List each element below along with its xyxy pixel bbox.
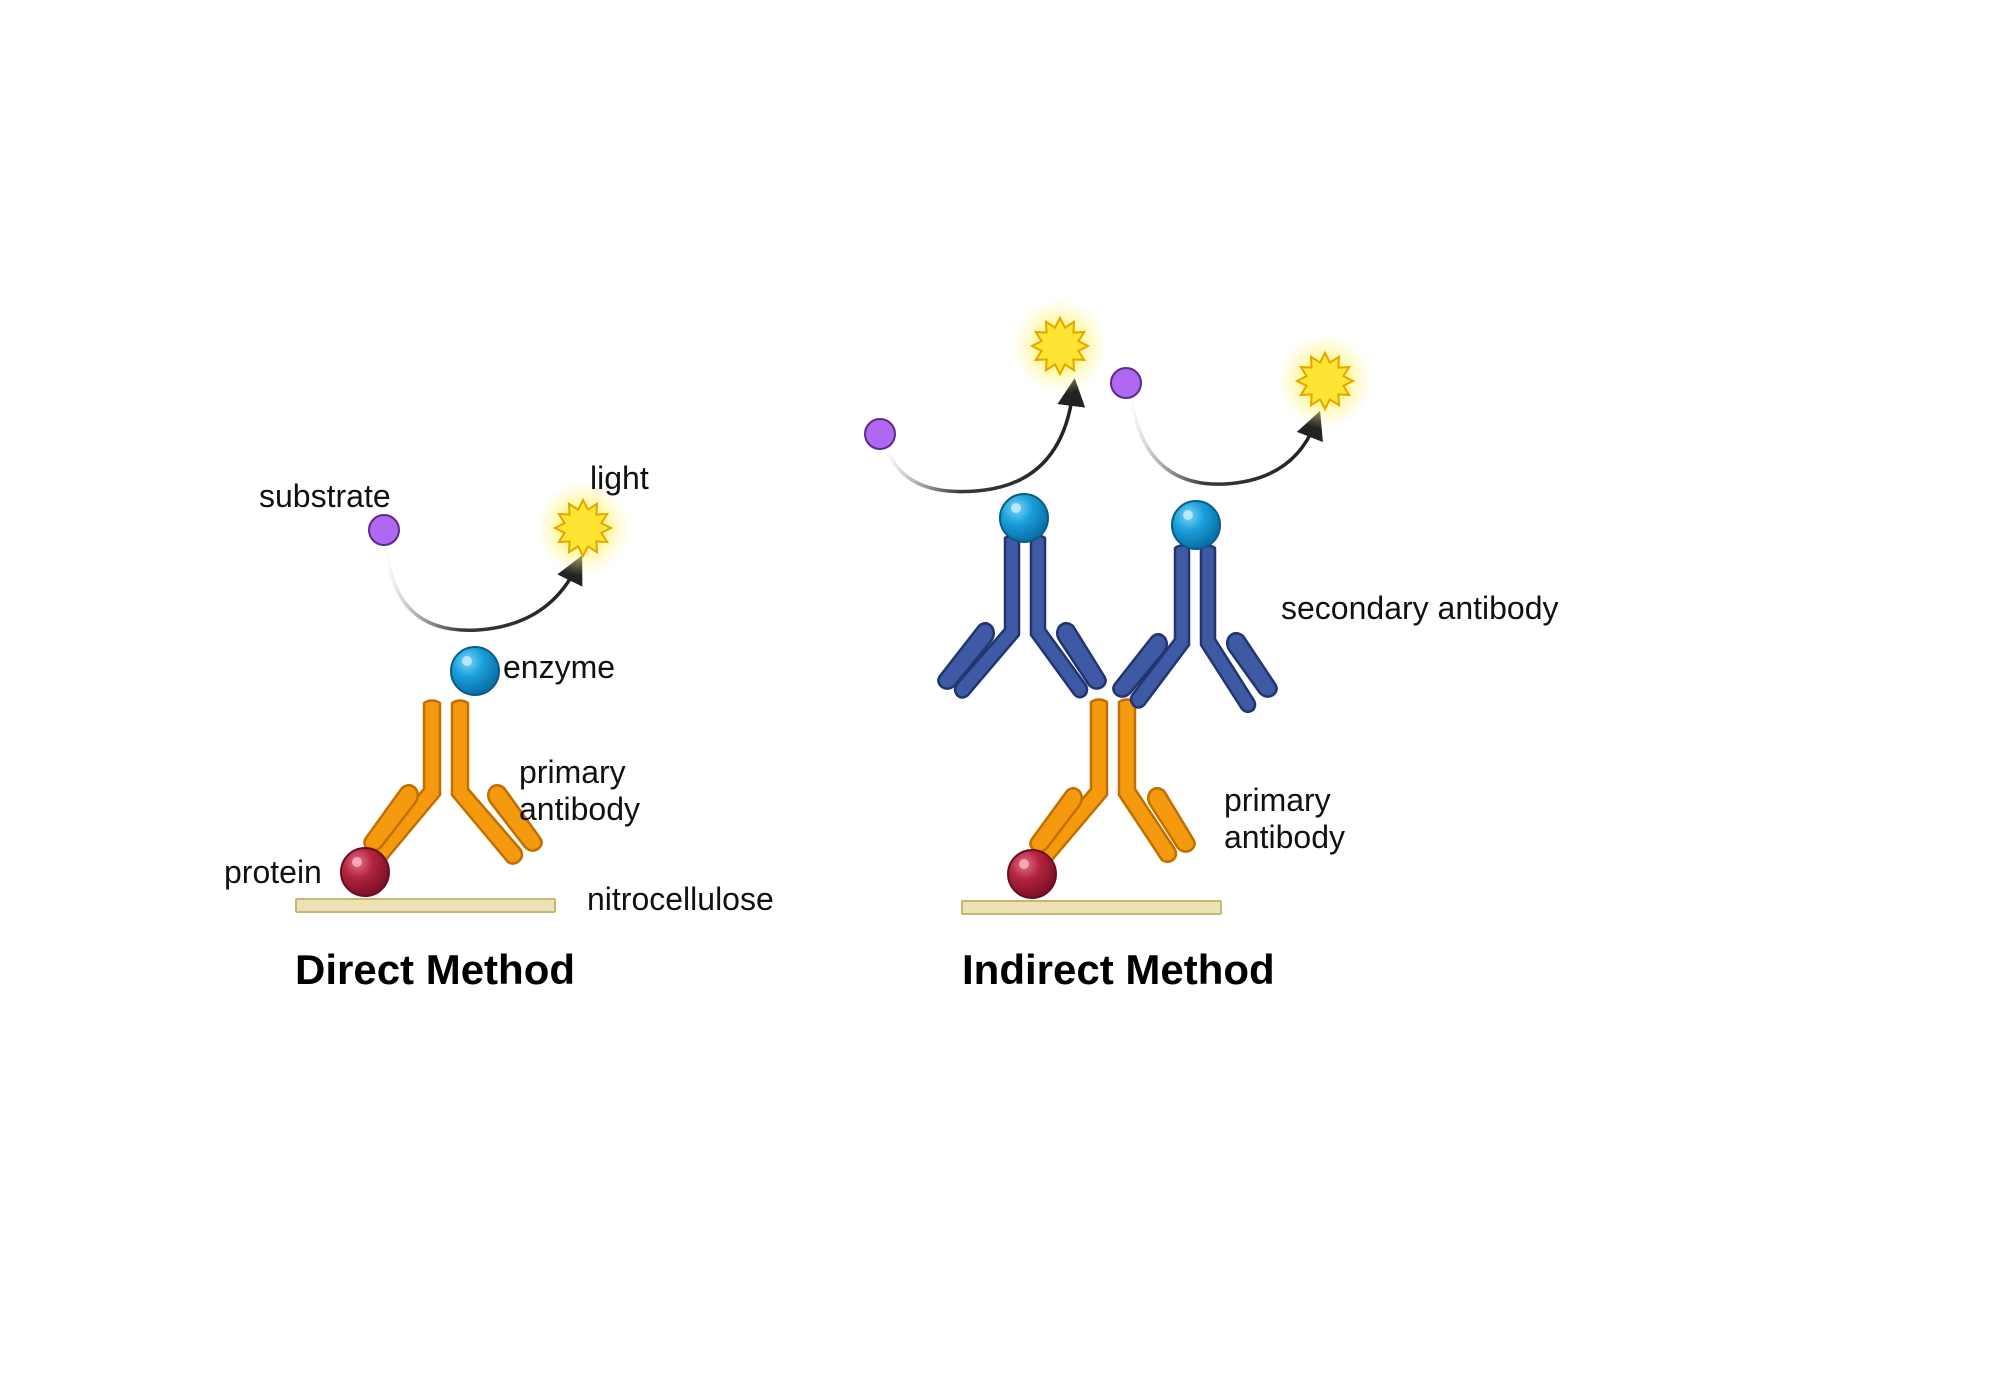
protein-label: protein [224,854,322,890]
primary-antibody-label-line1: primary [519,754,626,790]
direct-method-title: Direct Method [295,946,575,993]
primary-antibody-label-line2: antibody [519,791,640,827]
nitrocellulose-membrane [295,898,556,913]
light-star-icon [1294,350,1356,412]
substrate-molecule [864,418,896,450]
light-emission [1012,298,1108,394]
nitrocellulose-label: nitrocellulose [587,881,774,917]
reaction-arrow [385,549,583,632]
primary-antibody-label-line2: antibody [1224,819,1345,855]
enzyme-sphere [450,646,500,696]
light-star-icon [1029,315,1091,377]
substrate-molecule [1110,367,1142,399]
indirect-method-title: Indirect Method [962,946,1275,993]
enzyme-highlight [1011,503,1021,513]
indirect-method-panel: secondary antibody primary antibody Indi… [864,298,1559,993]
protein-sphere [1007,849,1057,899]
light-label: light [590,460,649,496]
primary-antibody [1029,698,1196,864]
substrate-label: substrate [259,478,391,514]
enzyme-sphere [1171,500,1221,550]
secondary-antibody-label: secondary antibody [1281,590,1559,626]
enzyme-highlight [1183,510,1193,520]
enzyme-sphere [999,493,1049,543]
light-star-icon [552,497,614,559]
protein-highlight [352,857,362,867]
substrate-molecule [368,514,400,546]
enzyme-label: enzyme [503,649,615,685]
light-emission [1277,333,1373,429]
primary-antibody [363,699,543,865]
primary-antibody-label-line1: primary [1224,782,1331,818]
nitrocellulose-membrane [961,900,1222,915]
protein-highlight [1019,859,1029,869]
secondary-antibody [937,534,1107,699]
enzyme-highlight [462,656,472,666]
reaction-arrow [1129,397,1323,486]
direct-method-panel: substrate light enzyme primary antibody … [224,460,774,993]
light-emission [535,480,631,576]
protein-sphere [340,847,390,897]
reaction-arrow [885,378,1086,494]
secondary-antibody [1112,544,1278,713]
